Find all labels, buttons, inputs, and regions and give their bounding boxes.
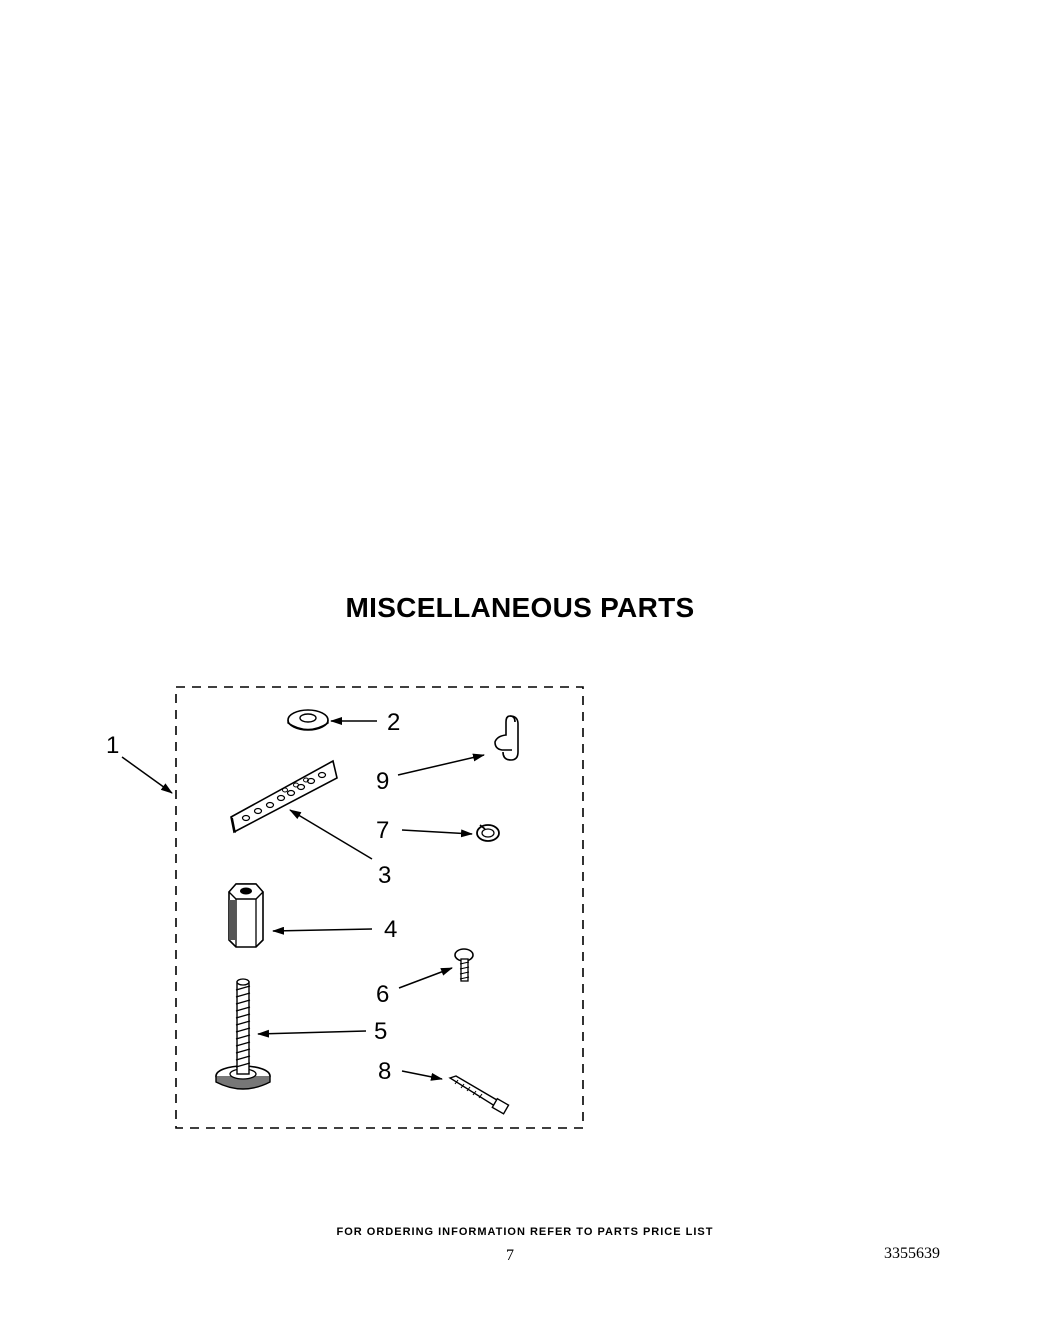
screw-part bbox=[454, 948, 474, 982]
page-number: 7 bbox=[506, 1247, 514, 1264]
callout-4: 4 bbox=[384, 916, 397, 943]
page-title: MISCELLANEOUS PARTS bbox=[345, 592, 695, 623]
leader-1 bbox=[121, 756, 173, 794]
callout-9: 9 bbox=[376, 768, 389, 795]
ordering-info-note: FOR ORDERING INFORMATION REFER TO PARTS … bbox=[336, 1226, 714, 1238]
callout-1: 1 bbox=[106, 732, 119, 759]
leader-6 bbox=[398, 967, 453, 989]
washer-part bbox=[287, 709, 329, 731]
document-number: 3355639 bbox=[884, 1245, 940, 1262]
callout-5: 5 bbox=[374, 1018, 387, 1045]
callout-3: 3 bbox=[378, 862, 391, 889]
bracket-part bbox=[230, 759, 338, 834]
leader-4 bbox=[272, 926, 373, 935]
callout-8: 8 bbox=[378, 1058, 391, 1085]
leveling-leg-part bbox=[215, 978, 271, 1090]
leader-7 bbox=[401, 829, 473, 838]
leader-3 bbox=[289, 809, 373, 860]
leader-5 bbox=[257, 1029, 367, 1038]
callout-7: 7 bbox=[376, 817, 389, 844]
leader-8 bbox=[401, 1070, 443, 1081]
callout-6: 6 bbox=[376, 981, 389, 1008]
callout-2: 2 bbox=[387, 709, 400, 736]
clip-ring-part bbox=[476, 824, 500, 842]
cable-tie-part bbox=[448, 1075, 510, 1115]
hook-clip-part bbox=[494, 715, 519, 761]
kit-boundary bbox=[175, 686, 584, 1129]
hex-coupler-part bbox=[228, 883, 264, 948]
leader-9 bbox=[397, 753, 485, 776]
